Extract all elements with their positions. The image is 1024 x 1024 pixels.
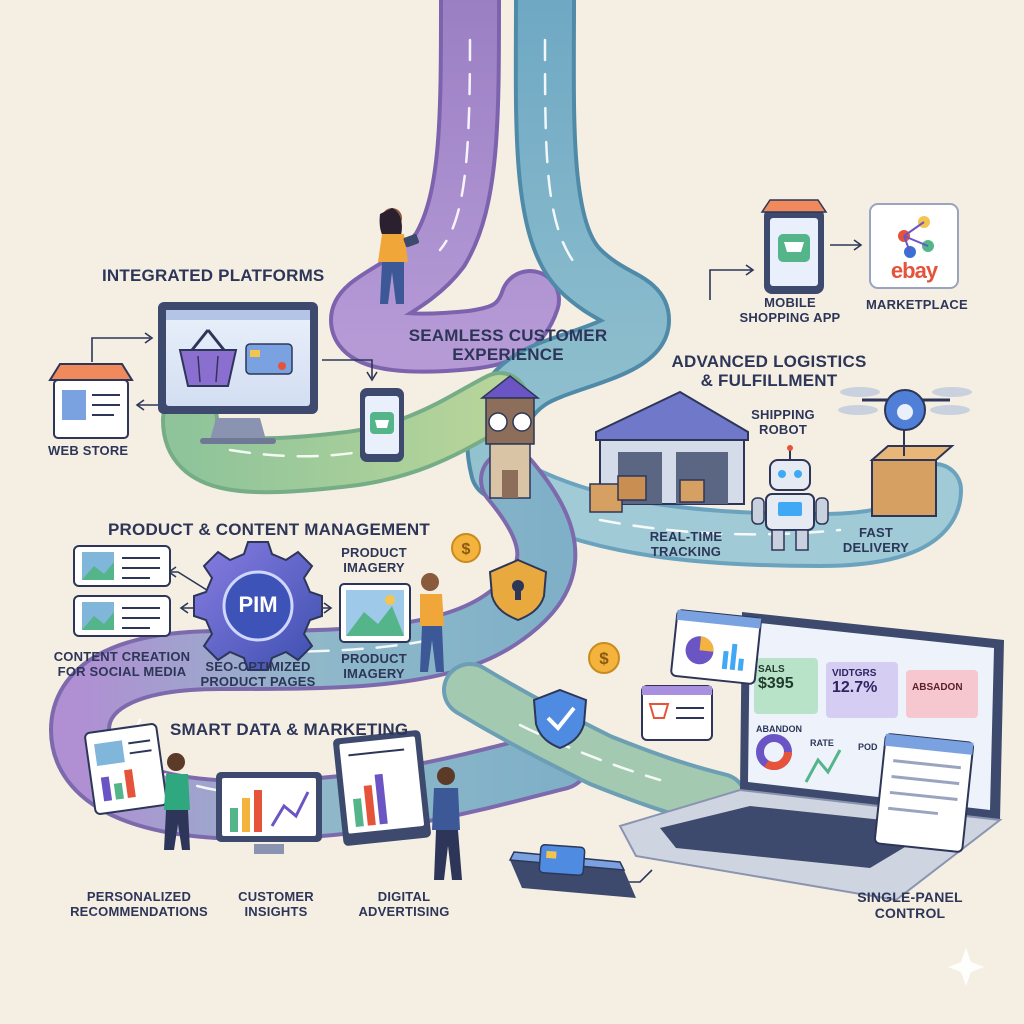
dashboard-sales: SALS $395 xyxy=(758,664,816,693)
credit-card-icon xyxy=(245,343,293,375)
realtime-tracking-label: REAL-TIME TRACKING xyxy=(636,529,736,559)
floating-list-panel xyxy=(873,733,975,853)
shipping-robot-icon xyxy=(751,445,829,551)
content-creation-line-1: CONTENT CREATION xyxy=(53,649,191,664)
digital-advertising-label: DIGITAL ADVERTISING xyxy=(346,889,462,919)
realtime-line-1: REAL-TIME xyxy=(649,529,723,544)
dashboard-visitors-value: 12.7% xyxy=(832,679,878,696)
customer-insights-monitor-icon xyxy=(216,772,322,854)
coin-icon-top: $ xyxy=(451,533,481,563)
marketplace-window xyxy=(869,203,959,289)
web-store-icon xyxy=(48,363,134,439)
content-creation-line-2: FOR SOCIAL MEDIA xyxy=(57,663,187,679)
lock-shield-icon xyxy=(488,558,548,622)
mobile-app-line-1: MOBILE xyxy=(764,295,816,310)
web-store-label: WEB STORE xyxy=(48,443,129,458)
marketplace-label: MARKETPLACE xyxy=(866,297,968,312)
dashboard-visitors: VIDTGRS 12.7% xyxy=(832,668,896,697)
svg-text:$: $ xyxy=(599,649,609,668)
pim-gear-icon xyxy=(193,541,323,671)
single-panel-control-label: SINGLE-PANEL CONTROL xyxy=(836,889,984,921)
ebay-logo-text: ebay xyxy=(890,258,938,283)
check-shield-icon xyxy=(532,688,588,750)
clock-tower-icon xyxy=(479,375,541,499)
fast-delivery-label: FAST DELIVERY xyxy=(836,525,916,555)
seamless-line-1: SEAMLESS CUSTOMER xyxy=(408,326,608,345)
content-card-top xyxy=(73,545,171,587)
shipping-robot-line-2: ROBOT xyxy=(759,421,807,437)
logistics-line-1: ADVANCED LOGISTICS xyxy=(671,352,867,371)
warehouse-icon xyxy=(589,390,749,513)
dashboard-rate-label: RATE xyxy=(810,738,834,748)
woman-with-tablet-figure xyxy=(378,208,420,304)
product-imagery-bottom-line-1: PRODUCT xyxy=(341,651,407,666)
abandon-tile xyxy=(906,670,978,718)
fast-delivery-line-1: FAST xyxy=(858,525,894,540)
digital-ads-line-1: DIGITAL xyxy=(377,889,431,904)
credit-card-terminal-icon xyxy=(508,844,636,898)
product-imagery-frame xyxy=(339,583,411,643)
dashboard-sales-label: SALS xyxy=(758,664,785,675)
dashboard-abandon-label: ABANDON xyxy=(756,724,802,734)
section-seamless-experience: SEAMLESS CUSTOMER EXPERIENCE xyxy=(398,326,618,364)
realtime-line-2: TRACKING xyxy=(650,543,722,559)
digital-advertising-monitor-icon xyxy=(333,730,431,846)
product-imagery-bottom-line-2: IMAGERY xyxy=(343,665,405,681)
fast-delivery-line-2: DELIVERY xyxy=(842,539,910,555)
dashboard-pod-label: POD xyxy=(858,742,878,752)
desktop-monitor-icon xyxy=(158,302,318,444)
dashboard-visitors-label: VIDTGRS xyxy=(832,668,877,679)
floating-pie-panel xyxy=(670,609,762,685)
sales-tile xyxy=(754,658,818,714)
coin-icon-bottom: $ xyxy=(588,642,620,674)
content-card-bottom xyxy=(73,595,171,637)
seo-pages-line-2: PRODUCT PAGES xyxy=(200,673,316,689)
mobile-app-line-2: SHOPPING APP xyxy=(739,309,841,325)
seamless-line-2: EXPERIENCE xyxy=(452,345,564,365)
sparkle-icon xyxy=(948,948,984,986)
shipping-robot-line-1: SHIPPING xyxy=(751,407,815,422)
seo-pages-line-1: SEO-OPTIMIZED xyxy=(205,659,311,674)
pim-label: PIM xyxy=(238,592,278,617)
personalized-line-2: RECOMMENDATIONS xyxy=(70,903,208,919)
section-advanced-logistics: ADVANCED LOGISTICS & FULFILLMENT xyxy=(662,352,876,390)
section-integrated-platforms: INTEGRATED PLATFORMS xyxy=(102,266,325,285)
mobile-shopping-app-icon xyxy=(760,199,828,294)
single-panel-line-1: SINGLE-PANEL xyxy=(857,889,963,905)
personalized-recommendations-label: PERSONALIZED RECOMMENDATIONS xyxy=(54,889,224,919)
svg-text:$: $ xyxy=(462,541,471,558)
product-imagery-top-label: PRODUCT IMAGERY xyxy=(322,545,426,575)
product-imagery-bottom-label: PRODUCT IMAGERY xyxy=(322,651,426,681)
logistics-line-2: & FULFILLMENT xyxy=(700,371,838,391)
customer-insights-line-1: CUSTOMER xyxy=(238,889,314,904)
ebay-logo: ebay xyxy=(872,258,956,284)
visitors-tile xyxy=(826,662,898,718)
product-imagery-top-line-2: IMAGERY xyxy=(343,559,405,575)
man-analyst-figure xyxy=(432,767,462,880)
digital-ads-line-2: ADVERTISING xyxy=(358,903,450,919)
man-with-tablet-figure xyxy=(420,573,444,672)
floating-cart-panel xyxy=(641,685,713,741)
dashboard-sales-value: $395 xyxy=(758,675,794,692)
dashboard-abandon2-label: ABSADON xyxy=(912,682,963,693)
delivery-drone-icon xyxy=(838,387,972,517)
road-network xyxy=(49,0,963,841)
shipping-robot-label: SHIPPING ROBOT xyxy=(748,407,818,437)
section-smart-data-marketing: SMART DATA & MARKETING xyxy=(170,720,409,739)
content-creation-label: CONTENT CREATION FOR SOCIAL MEDIA xyxy=(40,649,204,679)
personalized-line-1: PERSONALIZED xyxy=(86,889,192,904)
product-imagery-top-line-1: PRODUCT xyxy=(341,545,407,560)
customer-insights-line-2: INSIGHTS xyxy=(244,903,308,919)
seo-pages-label: SEO-OPTIMIZED PRODUCT PAGES xyxy=(188,659,328,689)
section-product-content-management: PRODUCT & CONTENT MANAGEMENT xyxy=(108,520,430,539)
woman-presenter-figure xyxy=(164,753,190,850)
shopping-basket-icon xyxy=(178,349,238,387)
presentation-board-icon xyxy=(84,723,168,815)
mobile-app-label: MOBILE SHOPPING APP xyxy=(728,295,852,325)
smartphone-icon xyxy=(360,388,404,462)
customer-insights-label: CUSTOMER INSIGHTS xyxy=(226,889,326,919)
single-panel-line-2: CONTROL xyxy=(874,904,946,921)
